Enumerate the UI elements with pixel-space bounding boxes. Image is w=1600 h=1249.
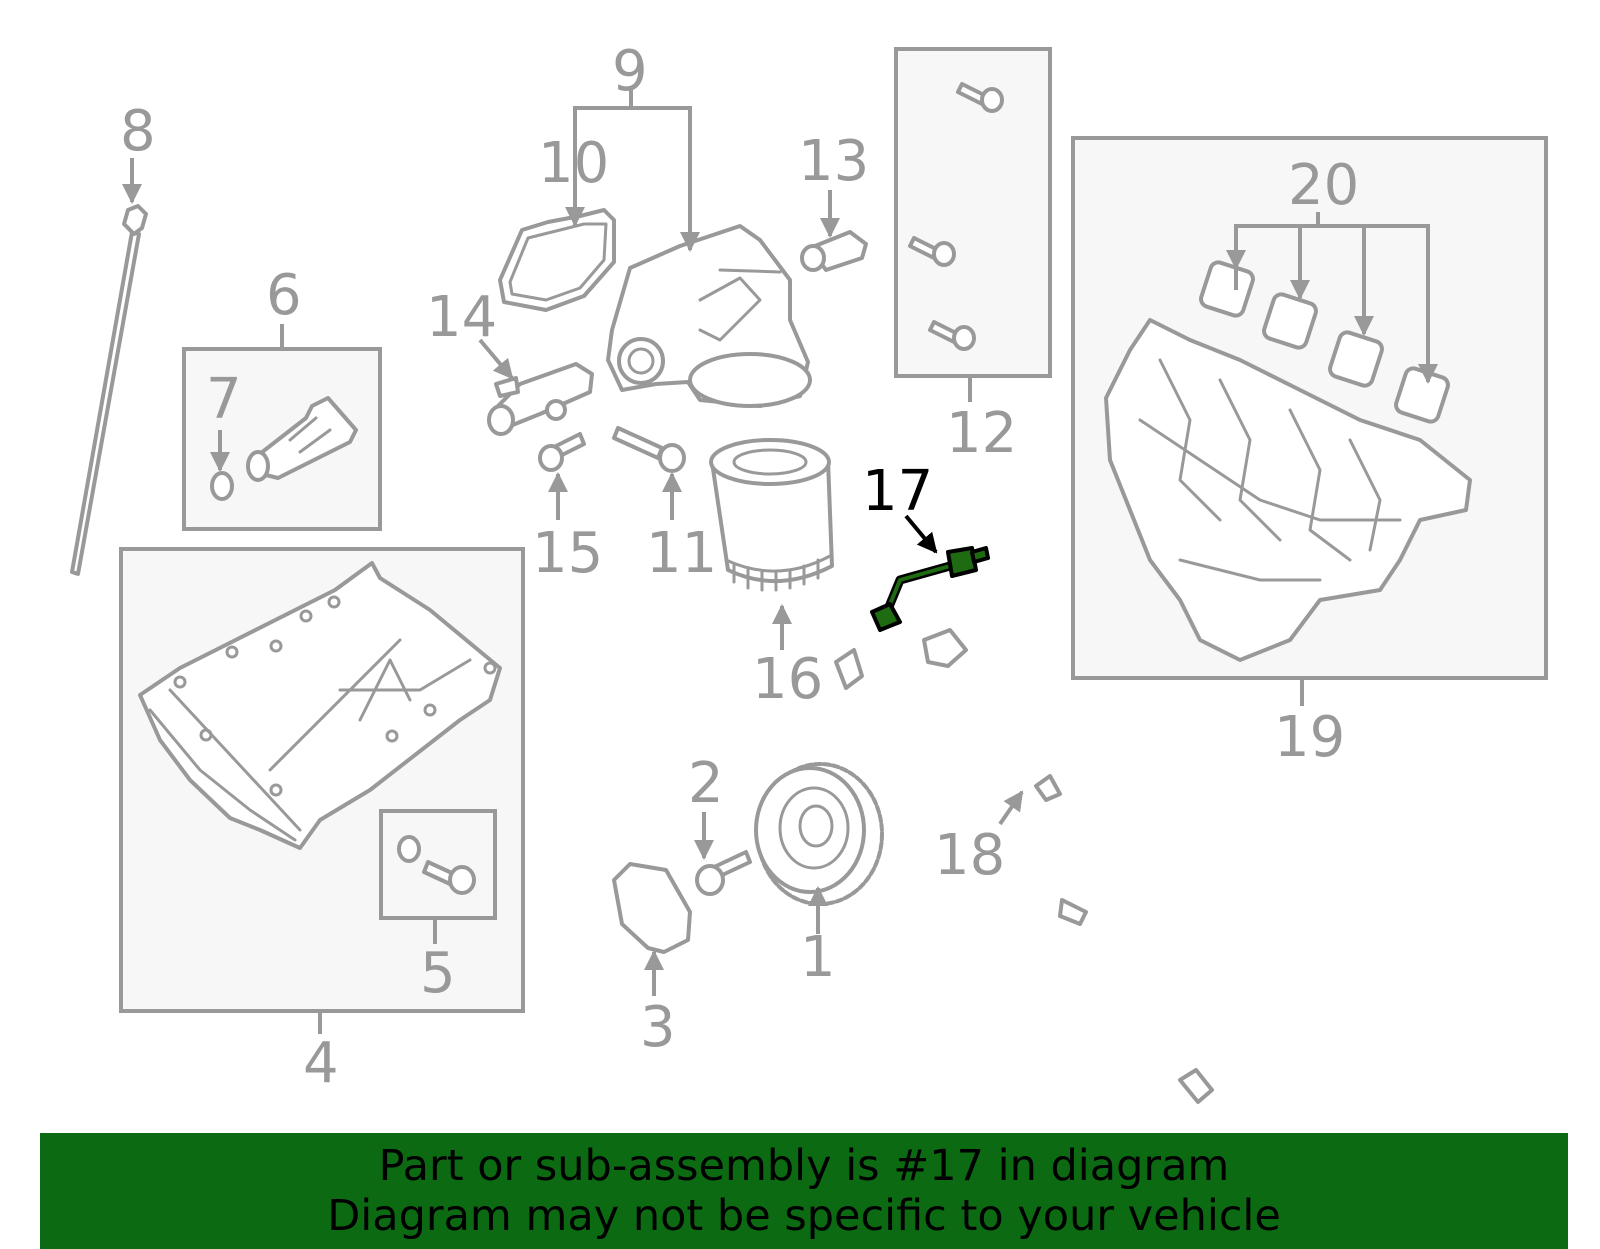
callout-labels: 1 2 3 4 5 6 7 8 9 10 11 12 13 14 15 16 1… — [120, 39, 1359, 1096]
leader-lines — [122, 86, 1438, 1034]
part-9-oil-filter-housing[interactable] — [606, 224, 812, 408]
callout-18[interactable]: 18 — [934, 823, 1005, 888]
part-1-pulley[interactable] — [754, 762, 884, 906]
callout-12[interactable]: 12 — [946, 401, 1017, 466]
part-5-drain-plug[interactable] — [397, 835, 476, 895]
info-banner: Part or sub-assembly is #17 in diagram D… — [40, 1133, 1568, 1249]
callout-16[interactable]: 16 — [752, 647, 823, 712]
callout-14[interactable]: 14 — [426, 285, 497, 350]
callout-5[interactable]: 5 — [420, 941, 456, 1006]
banner-line-1: Part or sub-assembly is #17 in diagram — [378, 1141, 1230, 1191]
part-16-oil-filter[interactable] — [709, 438, 834, 592]
part-10-gasket[interactable] — [498, 208, 616, 312]
part-7-o-ring[interactable] — [210, 471, 234, 501]
callout-6[interactable]: 6 — [266, 263, 302, 328]
callout-17[interactable]: 17 — [862, 459, 933, 524]
callout-4[interactable]: 4 — [303, 1031, 339, 1096]
group-box-12 — [894, 47, 1052, 378]
part-6-oil-tube[interactable] — [246, 396, 358, 482]
callout-7[interactable]: 7 — [206, 367, 242, 432]
part-8-dipstick[interactable] — [70, 204, 148, 576]
callout-20[interactable]: 20 — [1288, 153, 1359, 218]
part-14-solenoid[interactable] — [487, 362, 594, 436]
banner-line-2: Diagram may not be specific to your vehi… — [327, 1191, 1281, 1241]
callout-15[interactable]: 15 — [532, 521, 603, 586]
part-13-sensor[interactable] — [800, 230, 868, 272]
callout-8[interactable]: 8 — [120, 99, 156, 164]
part-3-bracket[interactable] — [612, 862, 692, 954]
callout-2[interactable]: 2 — [688, 751, 724, 816]
callout-1[interactable]: 1 — [800, 925, 836, 990]
part-15-bolt[interactable] — [538, 432, 586, 472]
callout-10[interactable]: 10 — [538, 131, 609, 196]
part-18-wiring-harness[interactable] — [834, 628, 1214, 1104]
callout-3[interactable]: 3 — [640, 995, 676, 1060]
part-4-oil-pan[interactable] — [138, 561, 502, 850]
part-19-intake-manifold[interactable] — [1104, 318, 1472, 662]
callout-11[interactable]: 11 — [646, 521, 717, 586]
callout-9[interactable]: 9 — [612, 39, 648, 104]
part-17-sensor-highlighted[interactable] — [870, 546, 990, 632]
part-11-bolt[interactable] — [612, 426, 686, 473]
part-12-bolts[interactable] — [908, 82, 1004, 351]
part-2-bolt[interactable] — [695, 850, 752, 896]
callout-13[interactable]: 13 — [798, 129, 869, 194]
callout-19[interactable]: 19 — [1274, 705, 1345, 770]
